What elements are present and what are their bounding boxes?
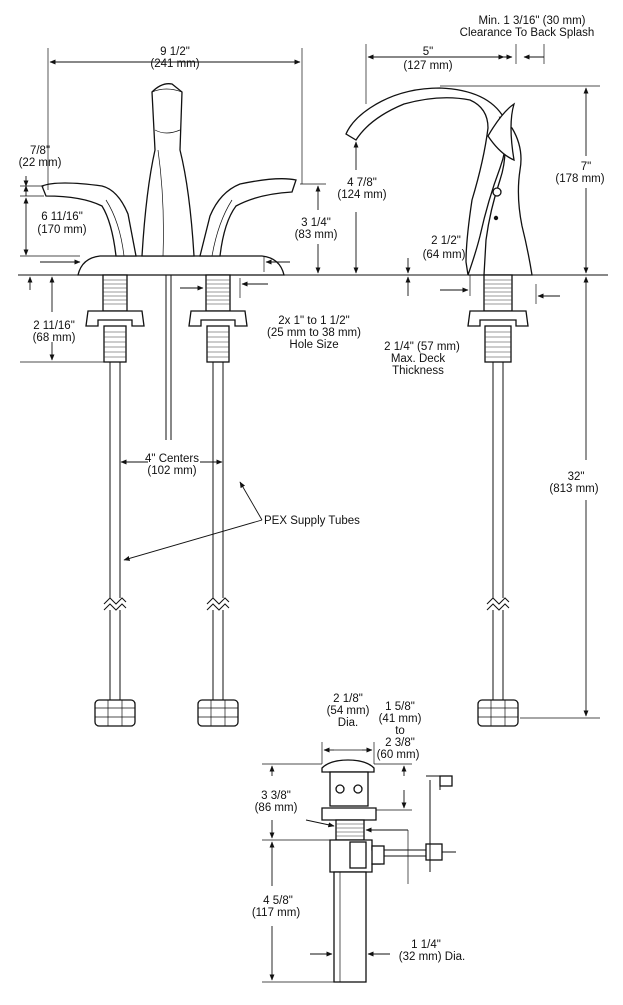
handle-top-dim-2: (22 mm)	[19, 157, 62, 169]
base-diameter-dim-2: (64 mm)	[423, 249, 466, 261]
handle-height-dim-2: (170 mm)	[37, 224, 86, 236]
overall-height-dim-2: (178 mm)	[555, 173, 604, 185]
centers-dim-1: 4" Centers	[145, 453, 199, 465]
drain-range-dim-4: 2 3/8"	[385, 737, 415, 749]
drain-tail-dim-1: 4 5/8"	[263, 895, 293, 907]
faucet-width-dim-2: (241 mm)	[150, 58, 199, 70]
side-shank	[467, 274, 529, 727]
left-supply-tube	[94, 362, 136, 727]
drain-top-dim-1: 3 3/8"	[261, 790, 291, 802]
pex-label: PEX Supply Tubes	[264, 515, 360, 527]
side-view-faucet	[345, 87, 533, 276]
handle-top-dim-1: 7/8"	[30, 145, 50, 157]
pop-up-drain	[321, 759, 456, 983]
centers-dim-2: (102 mm)	[147, 465, 196, 477]
hole-size-dim-1: 2x 1" to 1 1/2"	[278, 315, 349, 327]
hole-size-dim-2: (25 mm to 38 mm)	[267, 327, 361, 339]
deck-thickness-dim-1: 2 1/4" (57 mm)	[384, 341, 460, 353]
drain-range-dim-2: (41 mm)	[379, 713, 422, 725]
drain-range-dim-5: (60 mm)	[377, 749, 420, 761]
tailpiece-dim-1: 1 1/4"	[411, 939, 441, 951]
drain-range-dim-1: 1 5/8"	[385, 701, 415, 713]
drain-tail-dim-2: (117 mm)	[252, 907, 301, 919]
deck-thickness-dim-2: Max. Deck	[391, 353, 446, 365]
drain-flange-dim-3: Dia.	[338, 717, 358, 729]
drain-flange-dim-1: 2 1/8"	[333, 693, 363, 705]
spout-reach-dim-2: (127 mm)	[403, 60, 452, 72]
left-shank	[85, 274, 145, 363]
base-diameter-dim-1: 2 1/2"	[431, 235, 461, 247]
overall-height-dim-1: 7"	[581, 161, 591, 173]
back-splash-dim-1: Min. 1 3/16" (30 mm)	[479, 15, 586, 27]
hole-size-dim-3: Hole Size	[289, 339, 338, 351]
right-supply-tube	[197, 362, 239, 727]
faucet-width-dim-1: 9 1/2"	[160, 46, 190, 58]
handle-height-dim-1: 6 11/16"	[41, 211, 83, 223]
front-view-faucet	[41, 83, 297, 276]
supply-length-dim-2: (813 mm)	[549, 483, 598, 495]
spout-height-small-dim-1: 3 1/4"	[301, 217, 331, 229]
shank-length-dim-2: (68 mm)	[33, 332, 76, 344]
tailpiece-dim-2: (32 mm) Dia.	[399, 951, 465, 963]
spout-outlet-height-dim-2: (124 mm)	[337, 189, 386, 201]
spout-reach-dim-1: 5"	[423, 46, 433, 58]
deck-thickness-dim-3: Thickness	[392, 365, 444, 377]
spout-height-small-dim-2: (83 mm)	[295, 229, 338, 241]
spout-outlet-height-dim-1: 4 7/8"	[347, 177, 377, 189]
right-shank	[188, 274, 248, 363]
back-splash-dim-2: Clearance To Back Splash	[460, 27, 595, 39]
drain-range-dim-3: to	[395, 725, 405, 737]
drain-flange-dim-2: (54 mm)	[327, 705, 370, 717]
shank-length-dim-1: 2 11/16"	[33, 320, 75, 332]
supply-length-dim-1: 32"	[568, 471, 585, 483]
drain-top-dim-2: (86 mm)	[255, 802, 298, 814]
